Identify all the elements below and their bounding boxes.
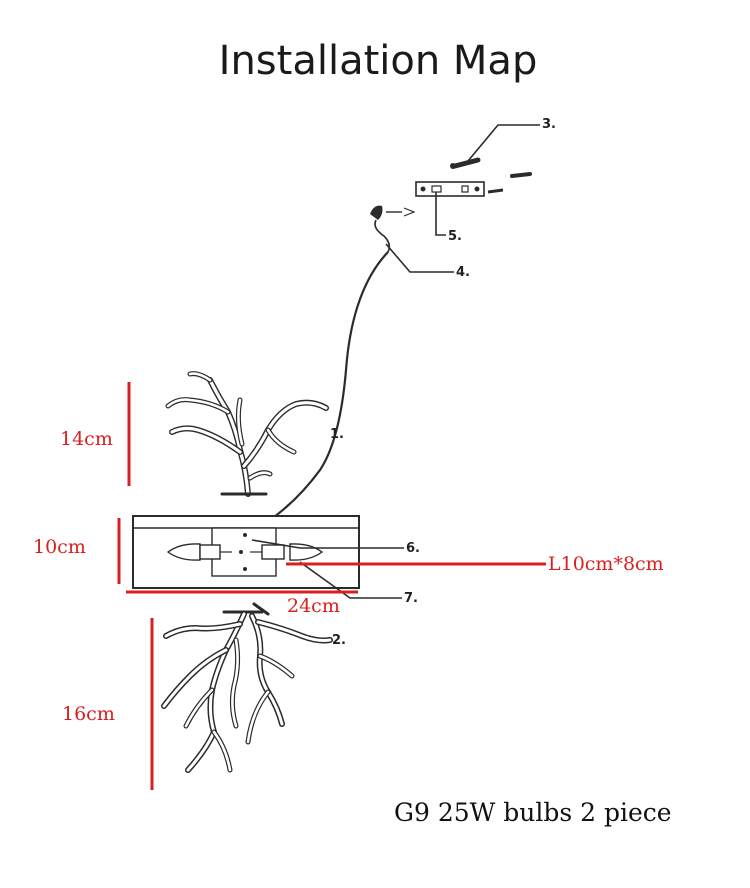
dimension-label-width: 24cm: [287, 595, 340, 617]
callout-label-2: 2.: [332, 633, 346, 648]
callout-label-7: 7.: [404, 591, 418, 606]
lower-root-decoration: [161, 602, 333, 773]
screw-icon: [450, 157, 481, 169]
hanging-wire-top: [374, 219, 391, 253]
callout-label-6: 6.: [406, 541, 420, 556]
page-title: Installation Map: [219, 38, 538, 84]
callout-line-3: [467, 124, 540, 162]
upper-branch-decoration: [165, 371, 329, 497]
hanging-wire: [269, 251, 389, 521]
dimension-label-body: 10cm: [33, 536, 86, 558]
ceiling-hardware: 3. 5. 4.: [370, 117, 556, 280]
canopy-icon: [370, 205, 416, 220]
callout-line-7: [299, 561, 402, 599]
callout-label-4: 4.: [456, 265, 470, 280]
callout-label-3: 3.: [542, 117, 556, 132]
dimension-label-glass: L10cm*8cm: [548, 553, 664, 575]
callout-line-6: [251, 539, 404, 549]
lamp-body: [132, 515, 360, 589]
mounting-bracket-icon: [415, 181, 504, 197]
bulb-spec-note: G9 25W bulbs 2 piece: [394, 798, 672, 827]
dimension-label-bottom: 16cm: [62, 703, 115, 725]
callout-label-1: 1.: [330, 427, 344, 442]
dimension-label-top: 14cm: [60, 428, 113, 450]
callout-line-4: [385, 243, 454, 273]
callout-label-5: 5.: [448, 229, 462, 244]
dimension-lines: [117, 382, 546, 790]
bulb-icon: [166, 543, 232, 561]
callout-line-5: [435, 192, 446, 236]
screw-icon: [510, 172, 532, 178]
